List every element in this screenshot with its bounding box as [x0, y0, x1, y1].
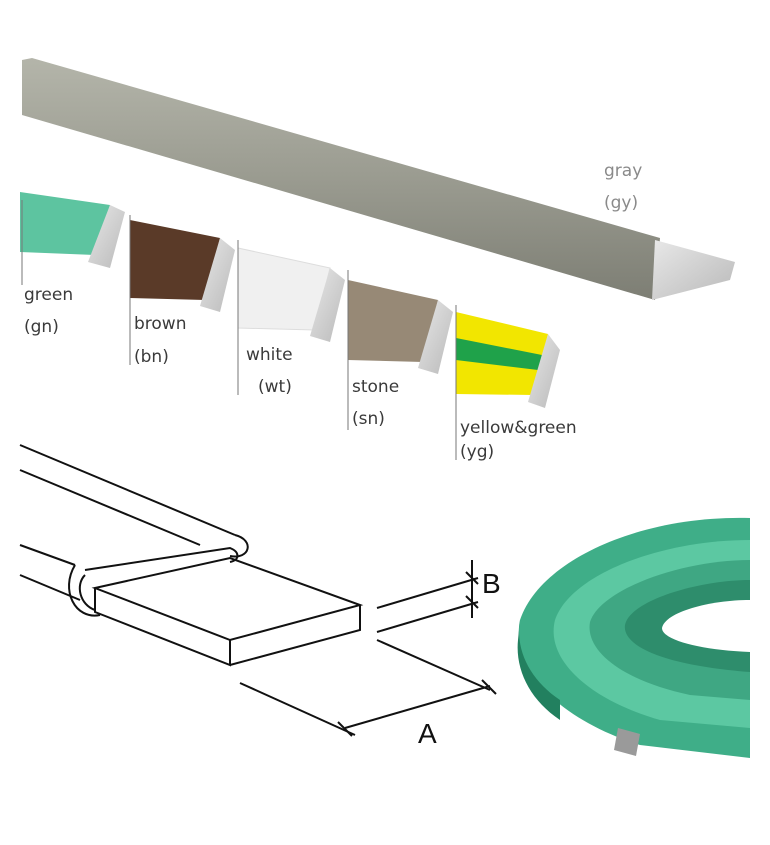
dimension-b: B [482, 568, 501, 599]
label-brown: brown [134, 314, 187, 334]
dimension-a: A [418, 718, 437, 749]
swatch-yellow-green: yellow&green (yg) [455, 305, 577, 462]
code-yellow-green: (yg) [460, 442, 494, 462]
code-white: (wt) [258, 377, 292, 397]
green-coil [517, 517, 750, 758]
code-green: (gn) [24, 317, 59, 337]
code-brown: (bn) [134, 347, 169, 367]
swatch-green: green (gn) [20, 192, 125, 337]
code-stone: (sn) [352, 409, 385, 429]
label-green: green [24, 285, 73, 305]
label-gray: gray [604, 161, 642, 181]
label-white: white [246, 345, 293, 365]
code-gray: (gy) [604, 193, 638, 213]
dimension-drawing: B A [19, 444, 501, 749]
swatch-white: white (wt) [237, 240, 345, 397]
label-yellow-green: yellow&green [460, 418, 577, 438]
gray-strip: gray (gy) [22, 58, 735, 300]
label-stone: stone [352, 377, 399, 397]
swatch-stone: stone (sn) [347, 270, 453, 430]
swatch-brown: brown (bn) [129, 215, 235, 367]
